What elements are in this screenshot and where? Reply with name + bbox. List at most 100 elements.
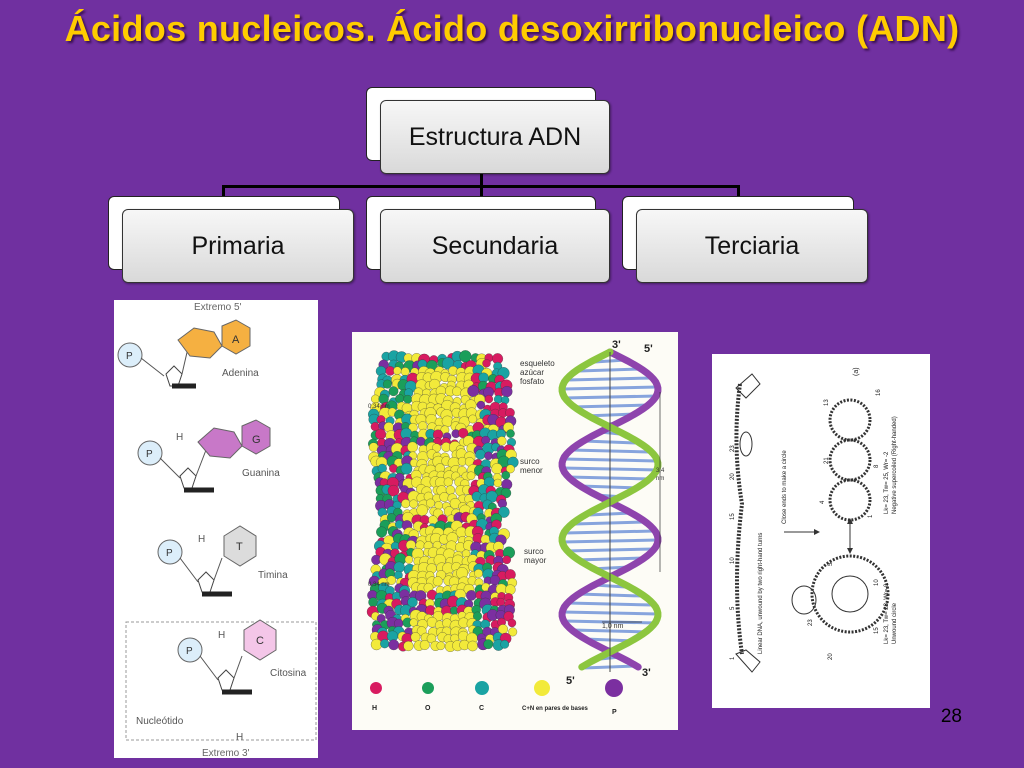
atom-sphere xyxy=(482,359,491,368)
atom-sphere xyxy=(498,506,510,518)
svg-text:1: 1 xyxy=(868,514,874,518)
atom-sphere xyxy=(419,640,430,650)
svg-text:azúcar: azúcar xyxy=(520,368,544,377)
legend-swatch-p xyxy=(605,679,623,697)
svg-text:Adenina: Adenina xyxy=(222,368,259,379)
svg-text:fosfato: fosfato xyxy=(520,377,545,386)
slide-title: Ácidos nucleicos. Ácido desoxirribonucle… xyxy=(64,8,960,49)
svg-text:1: 1 xyxy=(730,656,736,660)
atom-sphere xyxy=(491,463,503,475)
atom-sphere xyxy=(467,640,478,652)
node-secundaria-label: Secundaria xyxy=(380,209,610,283)
adenine-ring-icon xyxy=(177,327,223,359)
svg-text:H: H xyxy=(236,732,243,743)
atom-sphere xyxy=(407,441,418,453)
atom-sphere xyxy=(497,436,507,446)
svg-text:5': 5' xyxy=(566,675,575,687)
atom-sphere xyxy=(388,386,399,397)
svg-text:13: 13 xyxy=(824,399,830,406)
svg-text:Timina: Timina xyxy=(258,570,288,581)
atom-sphere xyxy=(475,449,486,460)
atom-sphere xyxy=(474,569,483,578)
atom-sphere xyxy=(409,499,418,509)
space-filling-model xyxy=(366,350,519,652)
atom-sphere xyxy=(508,627,518,637)
nucleotide-adenine: P A Adenina H xyxy=(117,319,259,443)
primary-structure-image: Extremo 5' Extremo 3' Nucleótido P A Ade… xyxy=(114,300,318,758)
node-terciaria-label: Terciaria xyxy=(636,209,868,283)
atom-sphere xyxy=(376,526,388,538)
svg-text:5: 5 xyxy=(730,606,736,610)
svg-text:P: P xyxy=(166,548,173,559)
atom-sphere xyxy=(466,471,476,481)
svg-text:Unwound circle: Unwound circle xyxy=(892,602,898,644)
node-secundaria: Secundaria xyxy=(366,196,610,284)
atom-sphere xyxy=(388,639,400,651)
svg-text:mayor: mayor xyxy=(524,556,547,565)
atom-sphere xyxy=(401,499,411,509)
svg-text:20: 20 xyxy=(828,653,834,660)
svg-text:10: 10 xyxy=(874,579,880,586)
atom-sphere xyxy=(501,386,513,398)
atom-sphere xyxy=(400,462,413,475)
node-primaria-label: Primaria xyxy=(122,209,354,283)
svg-text:15: 15 xyxy=(730,513,736,520)
atom-sphere xyxy=(432,576,443,587)
atom-sphere xyxy=(466,590,477,601)
atom-sphere xyxy=(371,394,380,404)
svg-text:8: 8 xyxy=(874,464,880,468)
svg-text:H: H xyxy=(198,534,205,545)
atom-sphere xyxy=(410,632,421,642)
svg-text:4: 4 xyxy=(820,500,826,504)
atom-sphere xyxy=(380,639,390,649)
svg-text:C+N en pares de bases: C+N en pares de bases xyxy=(522,706,589,712)
atom-sphere xyxy=(483,639,494,650)
atom-sphere xyxy=(403,640,414,652)
atom-sphere xyxy=(452,386,462,397)
connector-vertical-middle xyxy=(480,185,483,197)
atom-sphere xyxy=(500,639,510,649)
svg-text:P: P xyxy=(126,351,133,362)
svg-text:16: 16 xyxy=(876,389,882,396)
svg-text:3': 3' xyxy=(612,339,621,351)
atom-sphere xyxy=(393,366,402,375)
svg-text:Linear DNA, unwound by two rig: Linear DNA, unwound by two right-hand tu… xyxy=(758,533,764,654)
svg-text:3,4: 3,4 xyxy=(656,468,665,474)
atom-sphere xyxy=(496,597,505,607)
svg-text:23: 23 xyxy=(808,619,814,626)
legend-swatch-cn xyxy=(534,680,550,696)
atom-sphere xyxy=(426,498,435,508)
extremo-3-label: Extremo 3' xyxy=(202,748,250,758)
atom-sphere xyxy=(506,429,515,438)
svg-text:H: H xyxy=(372,705,377,712)
svg-text:H: H xyxy=(176,432,183,443)
atom-sphere xyxy=(403,394,413,404)
svg-text:5': 5' xyxy=(644,343,653,355)
svg-text:A: A xyxy=(232,334,240,346)
tertiary-structure-image: Linear DNA, unwound by two right-hand tu… xyxy=(712,354,930,708)
atom-sphere xyxy=(493,478,502,488)
connector-vertical-right xyxy=(737,185,740,197)
svg-text:10: 10 xyxy=(730,557,736,564)
svg-text:surco: surco xyxy=(520,457,540,466)
atom-sphere xyxy=(501,471,511,480)
atom-sphere xyxy=(375,428,387,440)
atom-sphere xyxy=(507,618,517,628)
connector-vertical-left xyxy=(222,185,225,197)
atom-sphere xyxy=(404,555,414,564)
svg-text:0,34 nm: 0,34 nm xyxy=(368,404,390,410)
svg-text:Guanina: Guanina xyxy=(242,468,280,479)
svg-text:G: G xyxy=(252,434,261,446)
svg-text:21: 21 xyxy=(824,457,830,464)
atom-sphere xyxy=(368,442,379,452)
atom-sphere xyxy=(387,484,400,497)
legend: H O C C+N en pares de bases P xyxy=(370,679,623,716)
nucleotide-thymine: P T Timina H xyxy=(157,525,288,641)
atom-sphere xyxy=(458,428,469,439)
svg-text:20: 20 xyxy=(730,473,736,480)
atom-sphere xyxy=(502,555,511,565)
nucleotide-guanine: P G Guanina H xyxy=(137,419,280,545)
svg-text:P: P xyxy=(186,646,193,657)
atom-sphere xyxy=(416,436,426,446)
atom-sphere xyxy=(382,379,392,389)
